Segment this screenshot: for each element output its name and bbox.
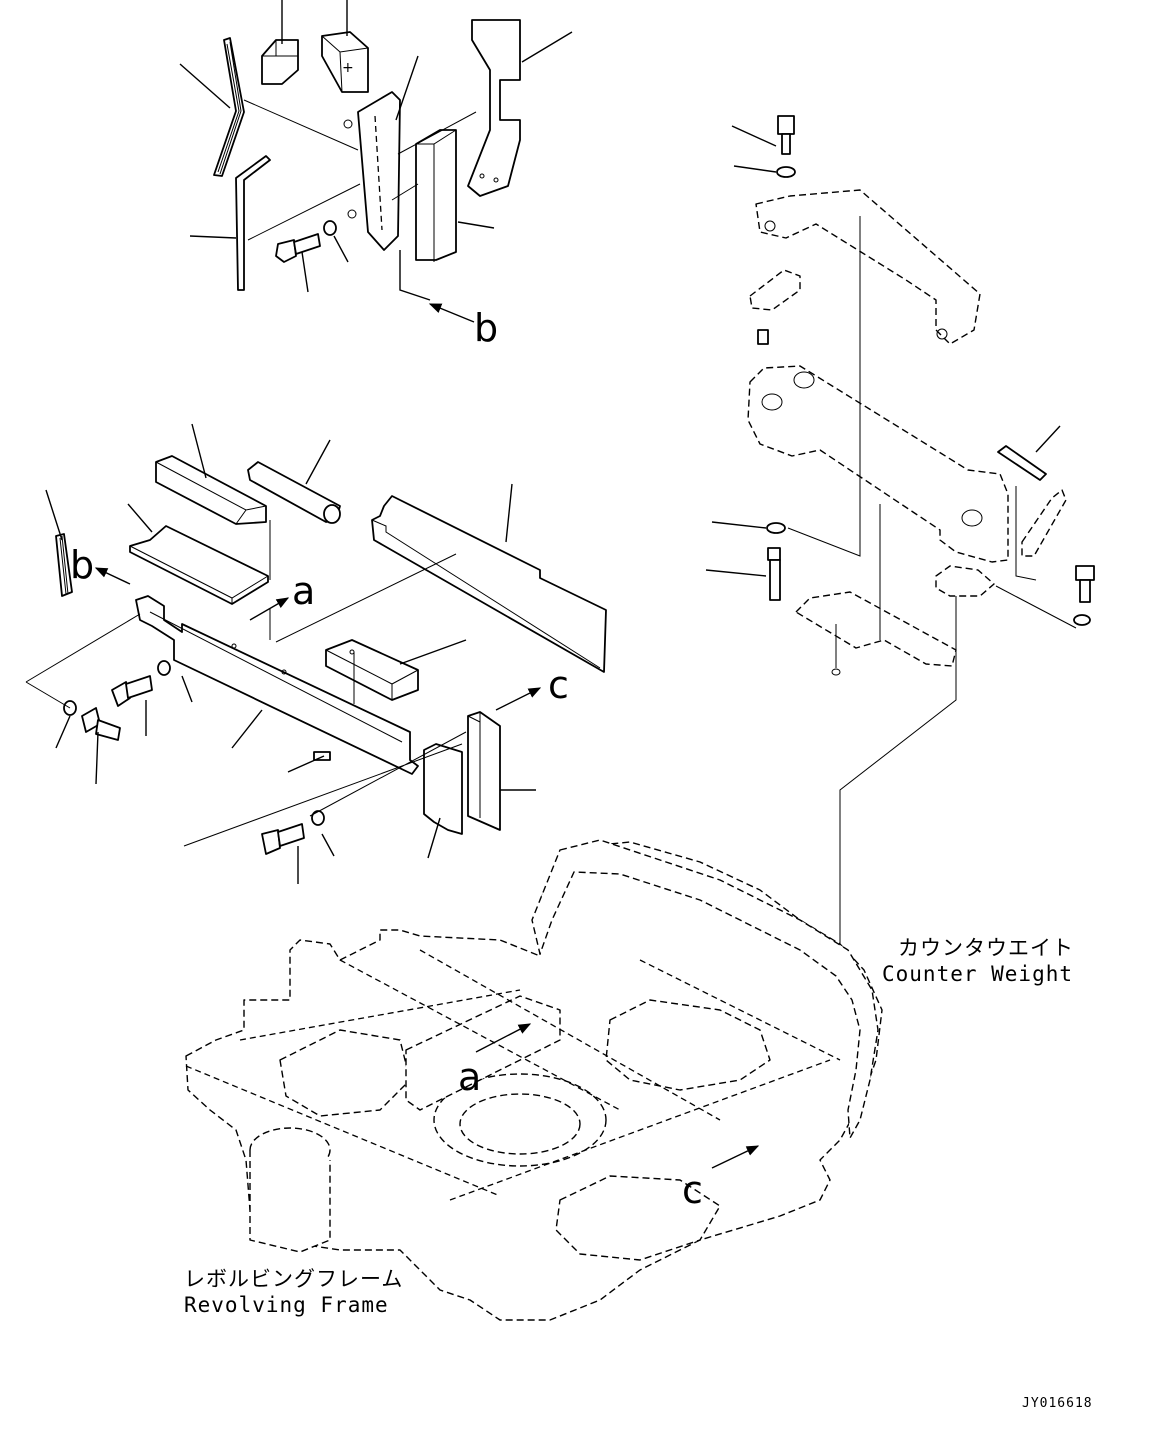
upper-bracket	[755, 189, 981, 345]
bolt-icon	[81, 707, 121, 741]
counterweight-shape	[531, 839, 879, 1139]
corner-bracket	[423, 743, 463, 835]
svg-text:+: +	[342, 60, 354, 76]
angled-seal-strip	[235, 155, 271, 291]
callout-a-top: a	[292, 569, 315, 613]
washer-icon	[776, 166, 796, 178]
counterweight-label-en: Counter Weight	[882, 962, 1073, 986]
inner-bay-lower	[555, 1175, 721, 1261]
counterweight-bracket-group	[705, 115, 1095, 1020]
frame-label-jp: レボルビングフレーム	[184, 1267, 403, 1291]
middle-cover-group: b a c	[25, 423, 607, 884]
lower-plate	[795, 591, 957, 667]
bolt-icon	[767, 547, 781, 601]
washer-icon	[157, 660, 171, 676]
boom-foot-tube	[249, 1150, 331, 1253]
callout-b-left: b	[70, 543, 94, 587]
washer-icon	[323, 220, 337, 236]
callout-a-frame: a	[458, 1055, 481, 1099]
inner-bay-left	[279, 1029, 411, 1117]
foam-pad-1	[155, 455, 267, 525]
short-bolt	[757, 329, 769, 345]
profile-plate	[467, 19, 521, 197]
washer-icon	[311, 810, 325, 826]
bolt-icon	[1075, 565, 1095, 603]
foam-pad-3	[325, 639, 419, 701]
foam-pad-2	[129, 525, 269, 605]
bolt-icon	[275, 233, 321, 263]
counterweight-label-jp: カウンタウエイト	[898, 936, 1074, 960]
foam-pad-tall	[415, 129, 457, 261]
spacer-block	[749, 269, 801, 311]
inner-bay-right	[605, 999, 771, 1091]
side-block	[467, 711, 501, 831]
lower-bracket	[935, 565, 995, 597]
cushion-block-marked	[321, 31, 369, 93]
cushion-block-small	[261, 39, 299, 85]
washer-icon	[766, 522, 786, 534]
bent-seal-strip	[213, 37, 245, 177]
main-cover-plate	[135, 595, 419, 775]
callout-b-top: b	[474, 306, 498, 350]
side-shim	[1021, 489, 1067, 557]
drawing-code: JY016618	[1022, 1396, 1093, 1411]
mounting-plate	[747, 365, 1009, 563]
callout-c-frame: c	[682, 1168, 703, 1212]
callout-c-top: c	[548, 663, 569, 707]
seal-strip-set	[55, 533, 73, 597]
shim-bar	[997, 445, 1047, 481]
bolt-icon	[111, 675, 153, 707]
washer-icon	[1073, 614, 1091, 626]
small-washer	[831, 668, 841, 676]
bolt-icon	[261, 823, 305, 855]
upper-cover-group: + b	[179, 0, 573, 350]
long-seal-plate	[371, 495, 607, 673]
revolving-frame: a c	[185, 839, 883, 1321]
bolt-icon	[777, 115, 795, 155]
frame-label-en: Revolving Frame	[184, 1293, 389, 1317]
